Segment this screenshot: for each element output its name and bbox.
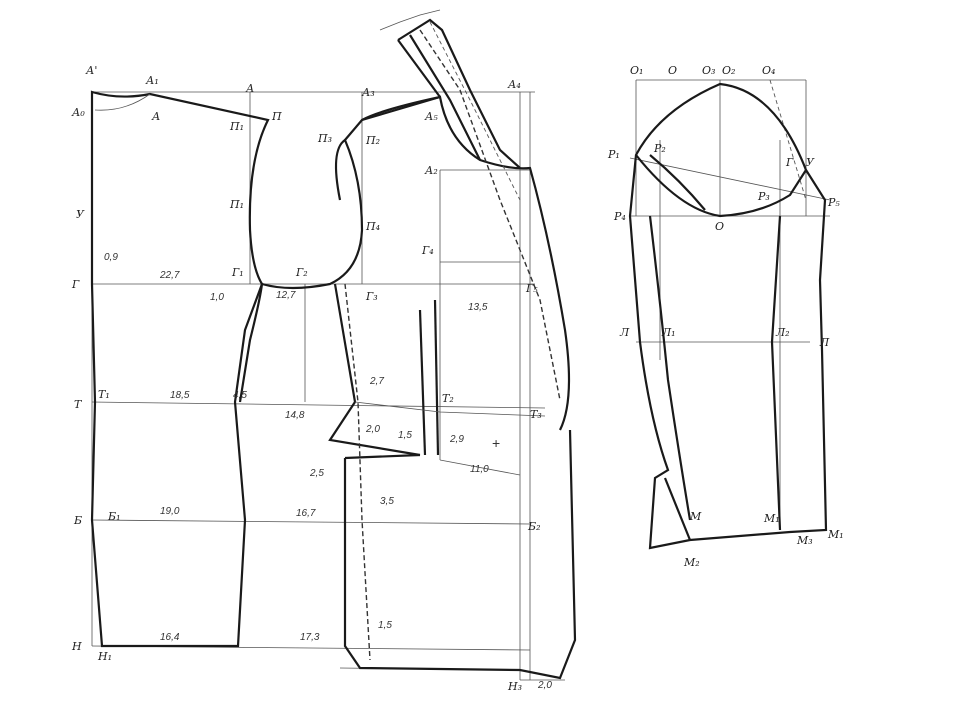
label-a5: А₅ [424, 110, 438, 123]
s-label-l2: Л₂ [775, 326, 790, 339]
m-45: 4,5 [233, 390, 247, 401]
m-164: 16,4 [160, 632, 180, 643]
label-g4: Г₄ [421, 244, 434, 257]
m-20: 2,0 [365, 424, 380, 435]
back-piece-outline [90, 90, 270, 648]
s-label-l: Л [619, 326, 630, 339]
m-20b: 2,0 [537, 680, 552, 691]
label-p4: П₄ [365, 220, 380, 233]
m-09: 0,9 [104, 252, 118, 263]
m-27: 2,7 [369, 376, 384, 387]
m-15b: 1,5 [378, 620, 392, 631]
label-p: П [271, 110, 282, 123]
s-label-o: О [668, 64, 677, 77]
label-g: Г [71, 278, 80, 291]
m-127: 12,7 [276, 290, 296, 301]
label-g1: Г₁ [231, 266, 244, 279]
point-labels: А' А₁ А А₀ А П₁ П П₃ П₂ А₃ А₄ А₅ А₂ У П₁… [71, 64, 542, 693]
construction-grid [91, 91, 565, 681]
label-a3: А₃ [361, 86, 375, 99]
m-25: 2,5 [309, 468, 324, 479]
s-label-p1: Р₁ [607, 148, 620, 161]
label-p-mid: П₁ [229, 198, 244, 211]
m-35: 3,5 [380, 496, 394, 507]
label-a-small: А [151, 110, 160, 123]
label-a4: А₄ [507, 78, 521, 91]
s-label-p5: Р₅ [827, 196, 840, 209]
sleeve-grid [629, 79, 831, 530]
s-label-p3: Р₃ [757, 190, 770, 203]
s-label-p2: Р₂ [653, 142, 666, 155]
label-g2: Г₂ [295, 266, 308, 279]
s-label-o1: О₁ [630, 64, 643, 77]
s-label-m4: М₁ [827, 528, 844, 541]
s-label-m3: М₃ [796, 534, 813, 547]
label-b: Б [73, 514, 82, 527]
label-b1: Б₁ [107, 510, 121, 523]
label-a1: А₁ [145, 74, 159, 87]
label-a0: А₀ [71, 106, 85, 119]
label-a-prime: А' [85, 64, 97, 77]
m-135: 13,5 [468, 302, 488, 313]
m-1: 1,0 [210, 292, 224, 303]
s-label-l3: Л [819, 336, 830, 349]
label-t3: Т₃ [530, 408, 542, 421]
label-t: Т [74, 398, 83, 411]
m-29: 2,9 [449, 434, 464, 445]
label-a2: А₂ [424, 164, 438, 177]
label-g5: Г₅ [525, 282, 538, 295]
s-label-p4: Р₄ [613, 210, 626, 223]
front-piece-outline [238, 95, 577, 680]
m-11: 11,0 [470, 464, 489, 475]
s-label-y: У [806, 156, 815, 169]
sleeve-outline [628, 82, 828, 550]
label-t2: Т₂ [442, 392, 454, 405]
label-n: Н [71, 640, 82, 653]
m-148: 14,8 [285, 410, 305, 421]
m-15: 1,5 [398, 430, 412, 441]
s-label-m2: М₂ [683, 556, 700, 569]
m-167: 16,7 [296, 508, 316, 519]
label-b2: Б₂ [527, 520, 541, 533]
s-label-o3: О₃ [702, 64, 715, 77]
s-label-m1: М₁ [763, 512, 780, 525]
label-u: У [76, 208, 85, 221]
measurements: 0,9 22,7 1,0 12,7 13,5 18,5 4,5 14,8 2,7… [104, 252, 552, 691]
s-label-o4: О₄ [762, 64, 775, 77]
plus-mark: + [492, 435, 500, 451]
label-p3: П₃ [317, 132, 332, 145]
s-label-o2: О₂ [722, 64, 735, 77]
label-n1: Н₁ [97, 650, 112, 663]
s-label-o-bot: О [715, 220, 724, 233]
m-173: 17,3 [300, 632, 320, 643]
m-190: 19,0 [160, 506, 180, 517]
s-label-m: М [689, 510, 702, 523]
label-p2: П₂ [365, 134, 380, 147]
m-227: 22,7 [159, 270, 180, 281]
s-label-g: Г [785, 156, 794, 169]
label-g3: Г₃ [365, 290, 378, 303]
label-t1: Т₁ [98, 388, 110, 401]
label-a: А [245, 82, 254, 95]
sleeve-labels: О₁ О О₃ О₂ О₄ Р₁ Р₂ Р₃ Р₅ Р₄ О Г У Л Л₁ … [607, 64, 844, 569]
label-p1: П₁ [229, 120, 244, 133]
label-n3: Н₃ [507, 680, 522, 693]
m-185: 18,5 [170, 390, 190, 401]
collar-strip [379, 9, 561, 401]
s-label-l1: Л₁ [661, 326, 676, 339]
